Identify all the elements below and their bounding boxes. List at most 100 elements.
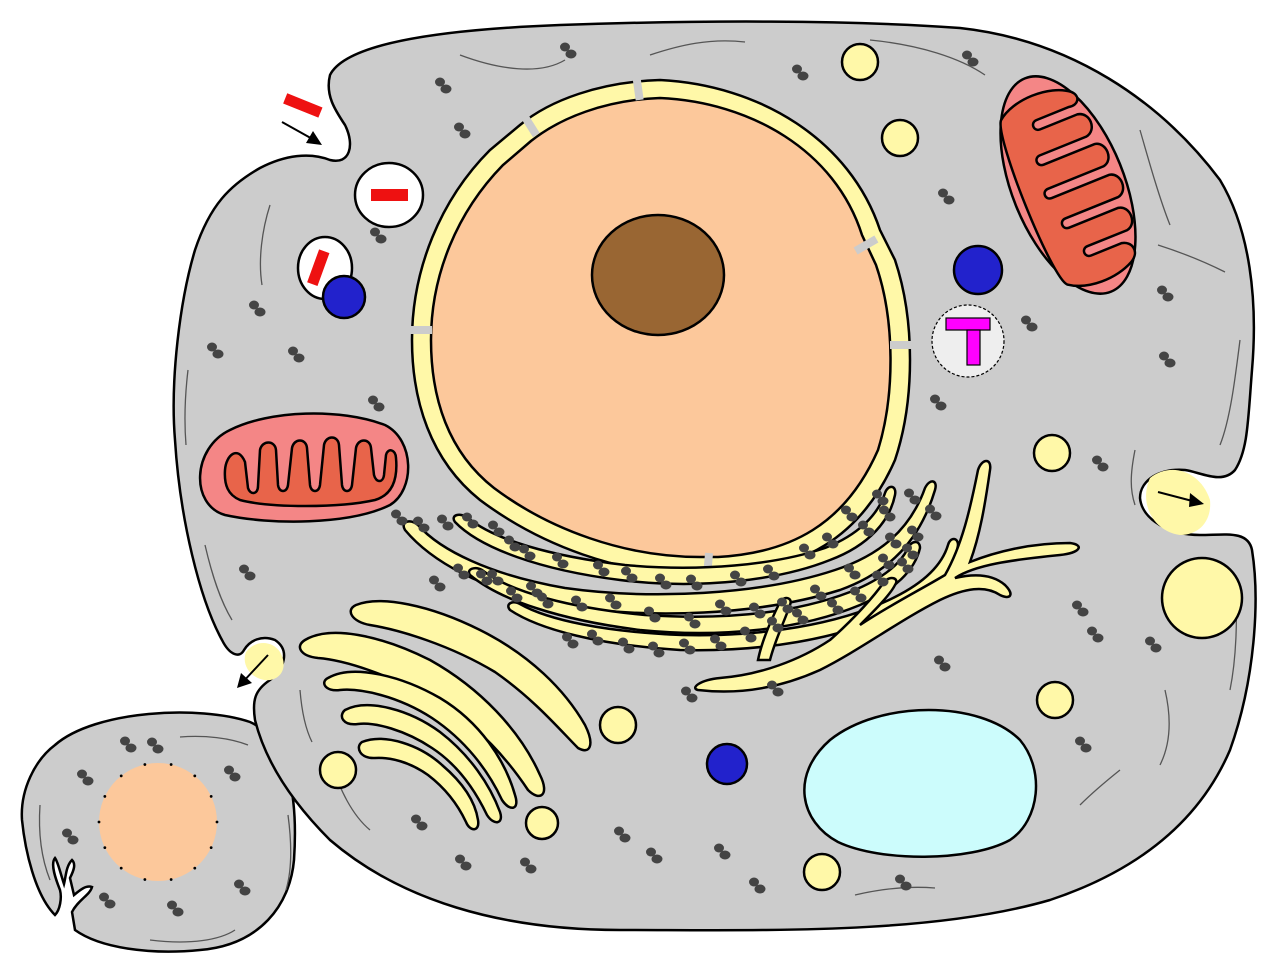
nuclear-pore — [143, 878, 147, 881]
lysosomes — [705, 244, 1004, 786]
exocytosis-vesicle — [1146, 469, 1211, 535]
vesicle — [802, 852, 842, 892]
ribosome — [239, 564, 256, 581]
ribosome — [1087, 626, 1104, 643]
mitochondrion-cristae — [999, 88, 1137, 287]
ribosome — [249, 300, 266, 317]
ribosome — [897, 557, 914, 574]
vesicle — [1032, 433, 1072, 473]
ribosome — [370, 227, 387, 244]
nuclear-pore — [408, 326, 432, 334]
ribosome — [730, 570, 747, 587]
nucleolus — [590, 213, 726, 337]
ribosome — [763, 564, 780, 581]
vesicle — [840, 42, 880, 82]
centriole — [945, 317, 991, 331]
centrosome — [931, 304, 1005, 378]
cargo-particle — [371, 189, 408, 201]
nuclear-pore — [103, 846, 107, 849]
ribosome — [476, 569, 493, 586]
cytoskeleton-fiber — [1157, 244, 1226, 273]
exocytosis-right — [1146, 469, 1211, 535]
ribosome — [288, 346, 305, 363]
ribosome — [571, 595, 588, 612]
ribosome — [391, 509, 408, 526]
ribosome — [810, 584, 827, 601]
ribosome — [526, 581, 543, 598]
ribosome — [519, 544, 536, 561]
ribosome — [435, 77, 452, 94]
cytoskeleton-fiber — [649, 40, 746, 56]
nuclear-pore — [119, 866, 123, 870]
exocytosis-left — [237, 643, 284, 688]
daughter-cell — [20, 711, 297, 953]
ribosome — [679, 638, 696, 655]
ribosome — [605, 593, 622, 610]
nuclear-pore — [169, 878, 173, 881]
ribosome — [885, 532, 902, 549]
phagosome-lower — [296, 235, 367, 320]
ribosome — [792, 608, 809, 625]
ribosome — [925, 504, 942, 521]
nuclear-pore — [143, 763, 147, 766]
cytoskeleton-fiber — [1159, 689, 1170, 766]
ribosome — [621, 566, 638, 583]
cytoskeleton-fiber — [459, 54, 566, 70]
ribosome — [1145, 636, 1162, 653]
lysosome — [321, 274, 367, 320]
cytoskeleton-fiber — [1079, 769, 1121, 806]
ribosome — [147, 737, 164, 754]
phagosome-upper — [353, 161, 425, 229]
cytoskeleton-fiber — [1219, 339, 1241, 446]
cytoskeleton-fiber — [259, 204, 271, 286]
ribosome — [844, 563, 861, 580]
nuclear-pore — [520, 112, 540, 138]
ribosome — [872, 489, 889, 506]
vacuole — [803, 708, 1038, 858]
endocytosis-arrow-head — [306, 131, 322, 145]
golgi-cisterna — [323, 670, 518, 809]
ribosome — [429, 575, 446, 592]
ribosome — [234, 879, 251, 896]
ribosome — [644, 606, 661, 623]
ribosome — [684, 612, 701, 629]
cytoskeleton-fiber — [854, 886, 936, 896]
ribosome — [827, 598, 844, 615]
ribosome — [710, 634, 727, 651]
ribosome — [120, 736, 137, 753]
cytoskeleton-fiber — [869, 39, 986, 76]
ribosome — [1072, 600, 1089, 617]
ribosome — [552, 552, 569, 569]
ribosome — [895, 874, 912, 891]
ribosome — [799, 543, 816, 560]
mitochondrion-left — [198, 412, 410, 523]
exocytosis-arrow-head — [1189, 493, 1204, 507]
centriole — [966, 329, 981, 366]
daughter-cytoskeleton-fiber — [179, 735, 249, 746]
daughter-cytoskeleton-fiber — [38, 804, 51, 881]
ribosome — [455, 854, 472, 871]
lysosome — [705, 742, 749, 786]
er-cisterna — [507, 537, 960, 652]
mitochondrion-right — [999, 75, 1137, 295]
daughter-cytoskeleton-fiber — [285, 814, 292, 891]
ribosome — [1075, 736, 1092, 753]
ribosome — [99, 892, 116, 909]
ribosome — [749, 877, 766, 894]
golgi-cisterna — [340, 704, 503, 824]
ribosome — [934, 655, 951, 672]
nuclear-pore — [169, 763, 173, 766]
ribosome — [614, 826, 631, 843]
cytoskeleton-fiber — [299, 689, 313, 743]
ribosome — [767, 680, 784, 697]
nuclear-pore — [853, 235, 879, 255]
nuclear-pore — [193, 866, 197, 870]
ribosome — [593, 560, 610, 577]
ribosome — [368, 395, 385, 412]
ribosome — [1092, 455, 1109, 472]
ribosome — [413, 516, 430, 533]
mitochondrion-cristae — [223, 436, 398, 508]
ribosome — [411, 814, 428, 831]
daughter-ribosomes — [62, 736, 251, 917]
